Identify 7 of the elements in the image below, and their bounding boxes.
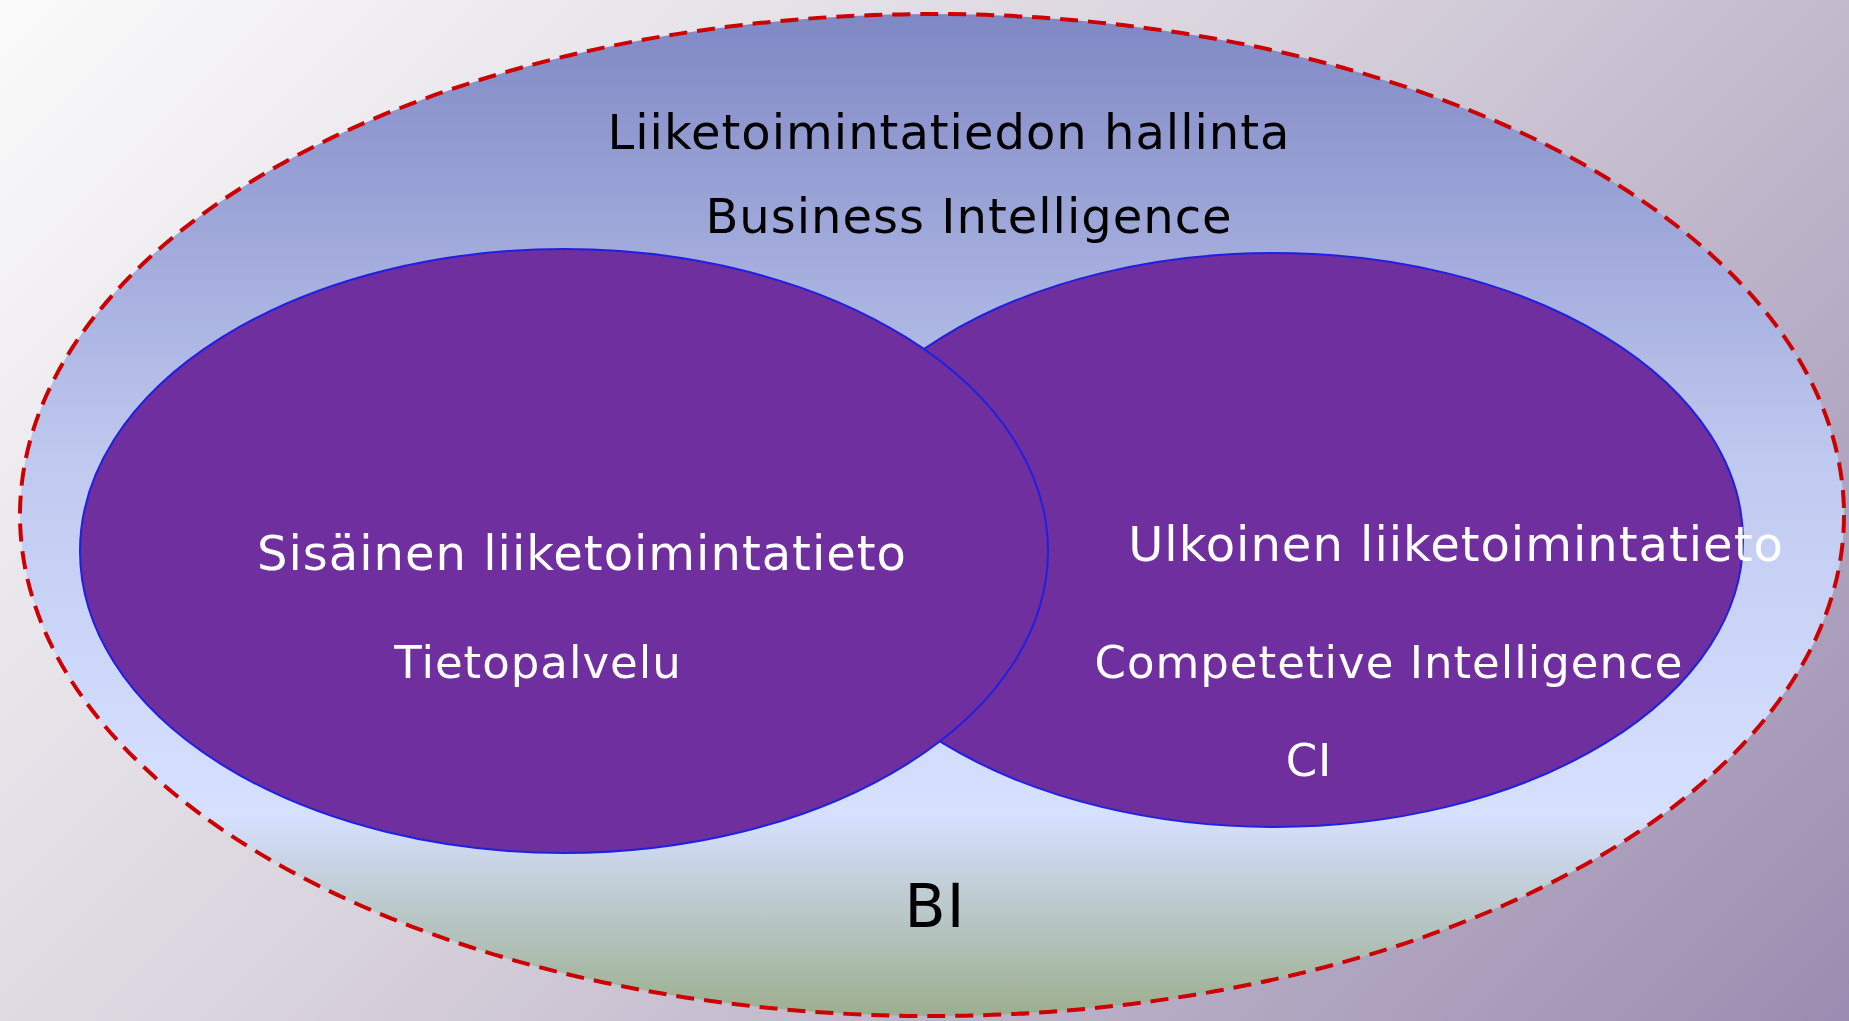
ellipse-label: Competetive Intelligence — [1094, 638, 1684, 688]
ellipse-label: Liiketoimintatiedon hallinta — [607, 105, 1291, 159]
ellipse-label: Tietopalvelu — [394, 638, 682, 688]
ellipse-label: Business Intelligence — [705, 189, 1233, 243]
ellipse-label: CI — [1285, 736, 1333, 786]
ellipse-label: BI — [904, 873, 966, 939]
ellipse-label: Sisäinen liiketoimintatieto — [257, 526, 907, 580]
